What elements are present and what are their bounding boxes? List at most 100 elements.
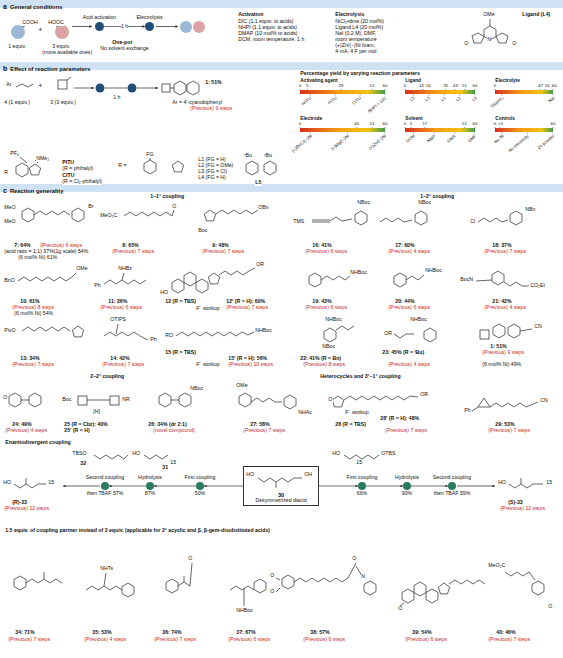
text-label: (Previous) 4 steps	[5, 428, 47, 434]
text-label: (Previous) 7 steps	[243, 428, 285, 434]
structure-stroke	[178, 563, 192, 586]
text-label: 12 (R = TBS)	[165, 299, 196, 305]
step-label: Electrolysis	[129, 15, 171, 21]
text-label: OTIPS	[110, 317, 126, 323]
structure-stroke	[18, 273, 76, 281]
text-label: MeO₂C	[488, 563, 506, 569]
text-label: 51	[545, 84, 550, 89]
stroke	[499, 127, 500, 128]
text-label: 0	[404, 122, 407, 127]
structure-stroke	[58, 80, 67, 89]
text-label: OR	[384, 331, 392, 337]
text-label: 15	[546, 480, 552, 486]
structure-stroke	[478, 218, 508, 222]
panel-header: bEffect of reaction parameters	[0, 62, 563, 70]
panel-header: aGeneral conditions	[0, 0, 563, 8]
structure-stroke	[16, 84, 33, 87]
structure-stroke	[394, 273, 406, 287]
stroke	[405, 90, 475, 94]
text-label: Solvent	[405, 116, 423, 122]
structure-stroke	[44, 572, 45, 579]
text-label: 35: 53%	[92, 630, 112, 636]
text-label: (R = phthalyl)	[62, 166, 94, 172]
structure-stroke	[74, 88, 94, 89]
step-label: 87%	[129, 491, 171, 497]
text-label: MeO₂C	[100, 213, 118, 219]
structure-stroke	[276, 578, 280, 580]
text-label: NHBz	[118, 266, 132, 272]
structure-stroke	[187, 81, 199, 95]
stroke	[300, 127, 301, 128]
text-label: F⁻ workup	[345, 410, 369, 416]
structure-stroke	[424, 328, 436, 342]
stroke	[341, 89, 342, 90]
text-label: DCM	[405, 134, 416, 144]
structure-stroke	[254, 579, 266, 593]
text-label: NBoc	[418, 200, 431, 206]
text-label: 1: 51%	[205, 80, 222, 86]
text-label: OMe	[76, 266, 88, 272]
text-label: CN	[540, 398, 548, 404]
structure-stroke	[55, 25, 69, 39]
text-label: (Previous) 6 steps	[228, 637, 270, 643]
step-label: First coupling	[179, 475, 221, 481]
structure-stroke	[22, 208, 34, 222]
stroke	[495, 127, 496, 128]
text-label: NMe₂	[36, 156, 50, 162]
text-label: NHBoc	[410, 317, 427, 323]
text-label: No Ni	[493, 134, 505, 145]
structure-stroke	[496, 33, 508, 43]
structure-stroke	[449, 580, 485, 584]
structure-stroke	[26, 478, 27, 484]
text-label: (Previous) 4 steps	[484, 305, 526, 311]
structure-stroke	[394, 334, 414, 338]
text-label: 34: 71%	[15, 630, 35, 636]
text-label: 5	[409, 122, 412, 127]
structure-stroke	[332, 396, 343, 407]
text-label: OMe	[483, 12, 495, 18]
text-label: 36: 74%	[162, 630, 182, 636]
text-label: L2	[455, 96, 462, 103]
text-label: HO	[498, 480, 506, 486]
structure-stroke	[184, 272, 196, 286]
structure-stroke	[415, 211, 427, 225]
text-label: (Previous) 7 steps	[226, 305, 268, 311]
text-label: (Previous) 7 steps	[488, 637, 530, 643]
stroke	[495, 128, 553, 132]
text-label: ᵗBu	[264, 153, 272, 159]
stroke	[540, 89, 541, 90]
text-label: +	[38, 82, 43, 90]
panel-letter: c	[3, 187, 7, 194]
structure-stroke	[9, 393, 21, 407]
text-label: 15 (R = TBS)	[165, 350, 196, 356]
structure-stroke	[204, 210, 215, 221]
text-label: HOOC	[48, 20, 64, 26]
structure-stroke	[34, 211, 70, 215]
text-label: HATU	[301, 96, 313, 107]
structure-stroke	[72, 326, 83, 337]
structure-stroke	[264, 161, 276, 175]
structure-stroke	[150, 158, 151, 160]
stroke	[445, 89, 446, 90]
structure-stroke	[472, 407, 478, 411]
text-label: DMA	[447, 134, 458, 144]
structure-stroke	[87, 400, 110, 401]
structure-stroke	[20, 157, 27, 163]
step-label: then TBAF 59%	[431, 491, 473, 497]
structure-stroke	[26, 579, 62, 583]
text-label: O	[352, 556, 357, 562]
structure-stroke	[128, 84, 137, 93]
structure-stroke	[312, 220, 330, 221]
panel-letter: a	[3, 3, 7, 10]
text-label: 17	[422, 122, 427, 127]
text-label: 0	[494, 122, 497, 127]
stroke	[553, 127, 554, 128]
text-label: OH	[304, 472, 312, 478]
text-label: (R = Cl₄-phthalyl)	[62, 179, 102, 185]
structure-stroke	[67, 77, 71, 80]
text-label: NHBoc	[236, 608, 253, 614]
text-label: 60	[382, 84, 387, 89]
text-label: L5	[255, 180, 262, 186]
